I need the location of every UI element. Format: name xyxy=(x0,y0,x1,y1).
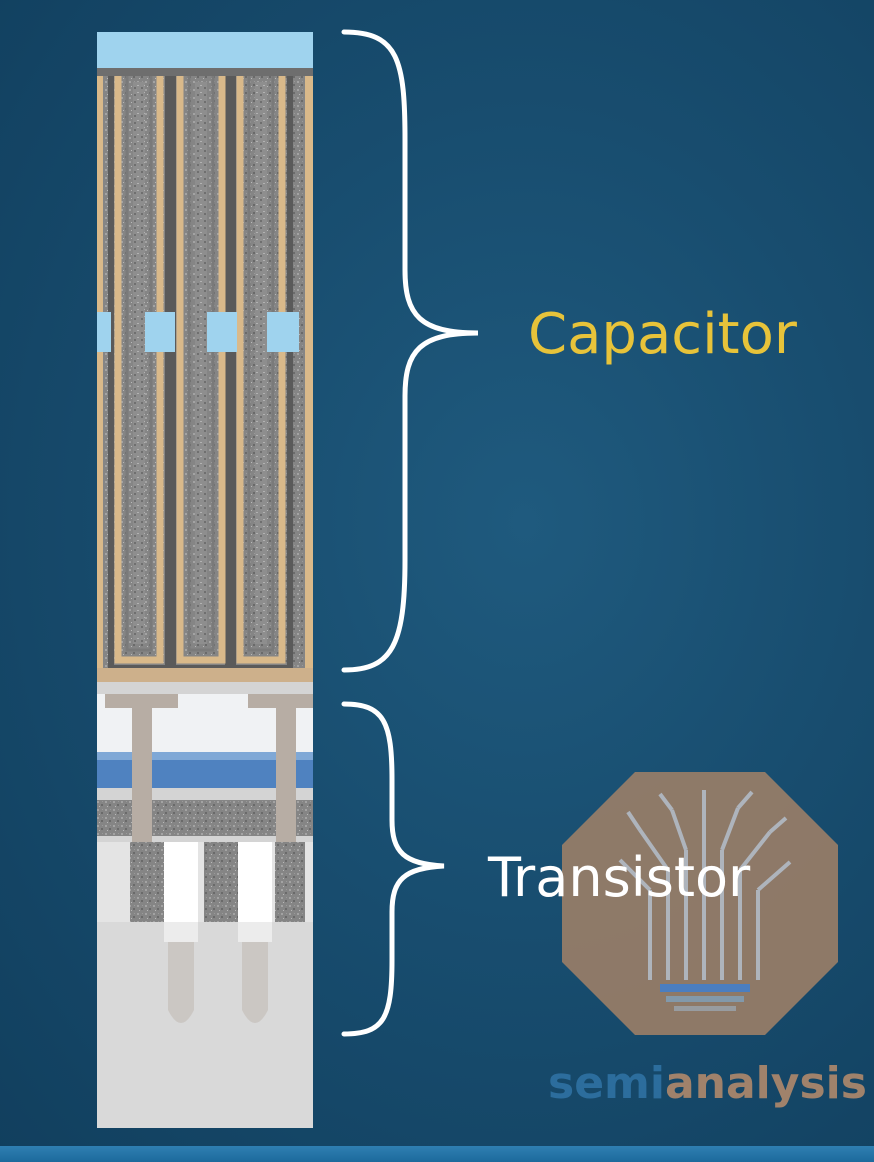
logo-word-semi: semi xyxy=(548,1058,665,1109)
support-layer xyxy=(97,312,111,352)
bracket-transistor-icon xyxy=(341,701,445,1037)
capacitor-electrodes xyxy=(97,76,313,682)
transistor-label: Transistor xyxy=(488,846,751,909)
top-insulator-layer xyxy=(97,32,313,72)
capacitor-label: Capacitor xyxy=(528,302,797,367)
dram-cell-column xyxy=(97,32,313,1128)
logo-wordmark: semianalysis xyxy=(548,1058,867,1109)
bottom-bar xyxy=(0,1146,874,1162)
logo-word-analysis: analysis xyxy=(664,1058,867,1109)
bracket-capacitor-icon xyxy=(341,29,479,673)
transistor-structure xyxy=(97,682,313,1128)
semianalysis-logo-icon xyxy=(562,772,838,1035)
